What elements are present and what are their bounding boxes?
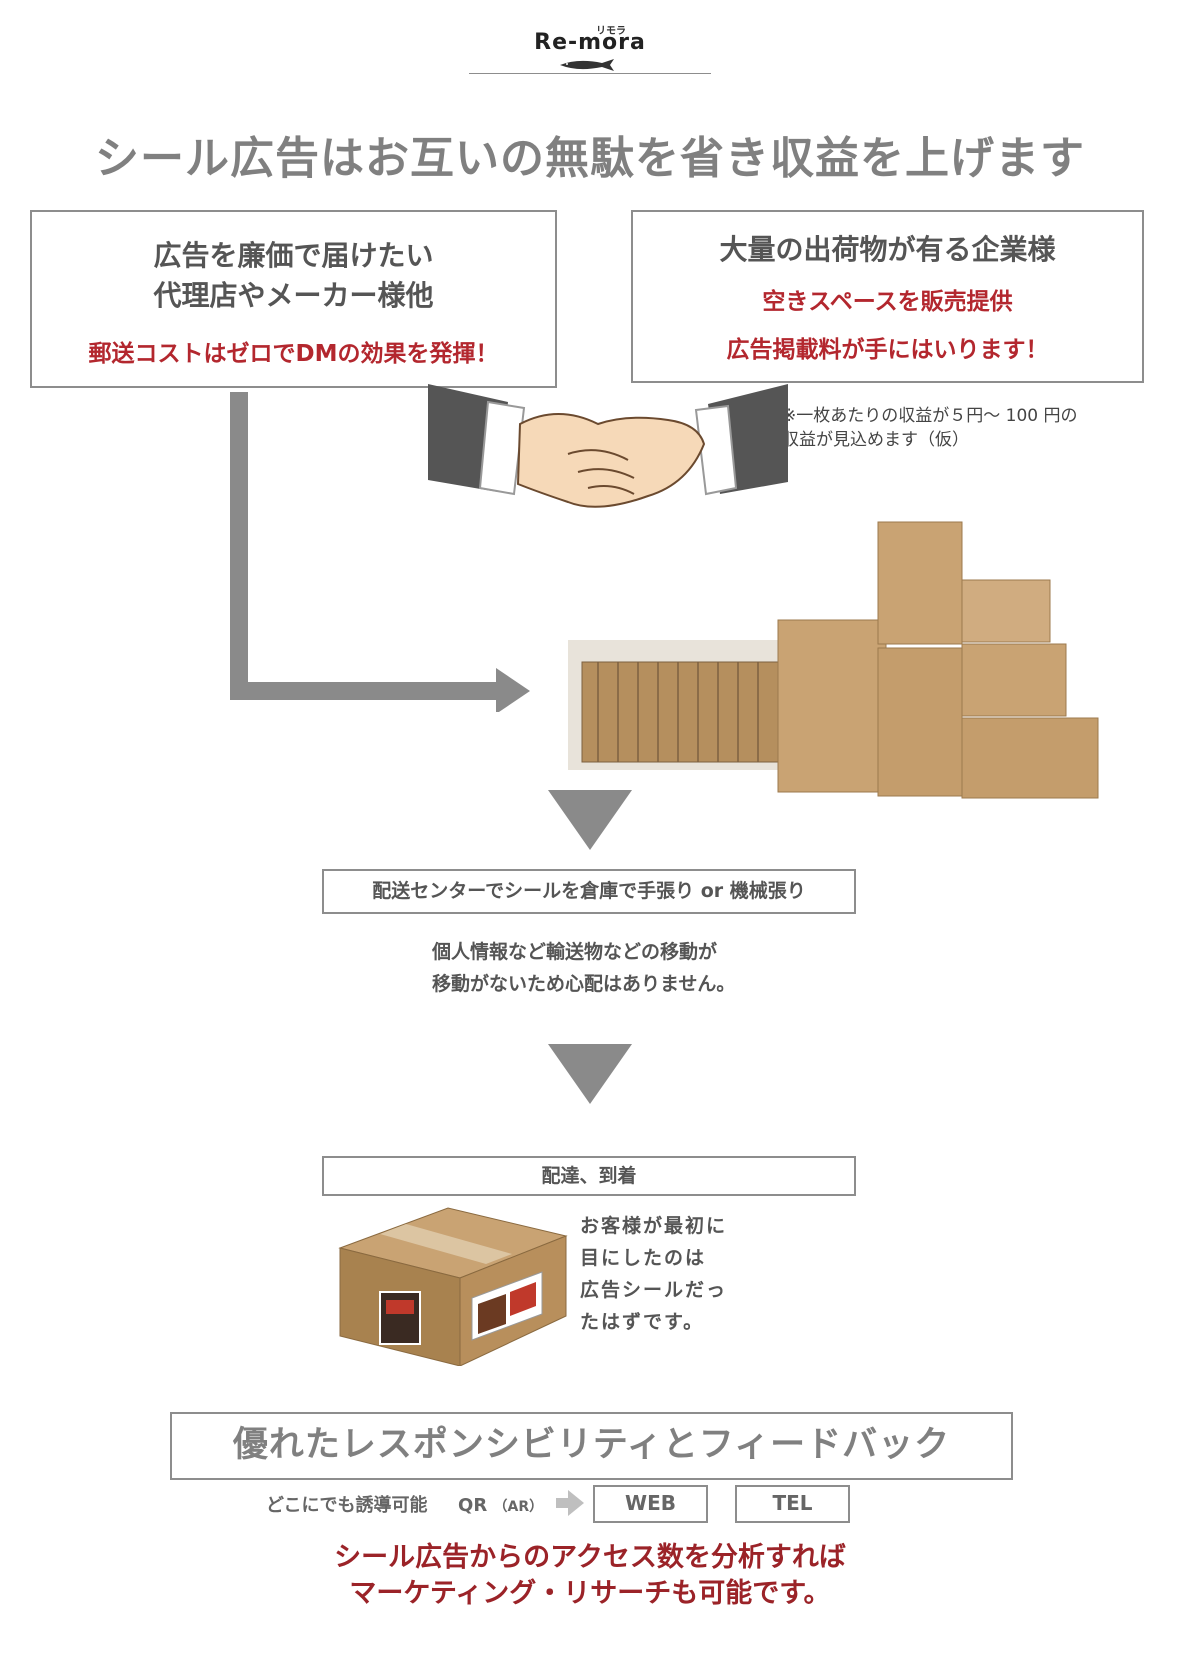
revenue-note-line1: ※一枚あたりの収益が５円～ 100 円の bbox=[782, 406, 1078, 426]
advertiser-title-line2: 代理店やメーカー様他 bbox=[153, 279, 434, 312]
step1-text-line2: 移動がないため心配はありません。 bbox=[432, 973, 736, 995]
step1-label: 配送センターでシールを倉庫で手張り or 機械張り bbox=[322, 869, 856, 914]
step2-text-line: 広告シールだっ bbox=[580, 1279, 728, 1301]
step2-label: 配達、到着 bbox=[322, 1156, 856, 1196]
closing-line2: マーケティング・リサーチも可能です。 bbox=[349, 1578, 831, 1609]
step1-text: 個人情報など輸送物などの移動が 移動がないため心配はありません。 bbox=[432, 936, 792, 1000]
qr-label: QR bbox=[458, 1495, 488, 1516]
right-arrow-icon bbox=[556, 1490, 584, 1516]
handshake-illustration bbox=[428, 384, 788, 508]
revenue-note: ※一枚あたりの収益が５円～ 100 円の 収益が見込めます（仮） bbox=[782, 404, 1142, 452]
shipper-highlight-2: 広告掲載料が手にはいります！ bbox=[726, 337, 1049, 363]
step1-text-line1: 個人情報など輸送物などの移動が bbox=[432, 941, 718, 963]
flow-arrow-icon bbox=[230, 392, 530, 712]
logo-ruby: リモラ bbox=[596, 26, 626, 37]
page-headline: シール広告はお互いの無駄を省き収益を上げます bbox=[95, 133, 1085, 184]
tel-link[interactable]: TEL bbox=[735, 1485, 850, 1523]
guide-row: どこにでも誘導可能 QR （AR） bbox=[266, 1491, 543, 1517]
logo: リモラ Re-mora bbox=[520, 22, 660, 77]
shipper-title: 大量の出荷物が有る企業様 bbox=[719, 233, 1056, 266]
web-link[interactable]: WEB bbox=[593, 1485, 708, 1523]
fish-icon bbox=[560, 59, 614, 71]
step2-text-line: 目にしたのは bbox=[580, 1247, 707, 1269]
step2-text-line: お客様が最初に bbox=[580, 1215, 728, 1237]
down-arrow-icon bbox=[548, 790, 632, 850]
ar-label: （AR） bbox=[493, 1499, 544, 1515]
step2-text: お客様が最初に 目にしたのは 広告シールだっ たはずです。 bbox=[580, 1210, 770, 1338]
advertiser-highlight: 郵送コストはゼロでDMの効果を発揮！ bbox=[88, 341, 499, 367]
closing-text: シール広告からのアクセス数を分析すれば マーケティング・リサーチも可能です。 bbox=[0, 1540, 1180, 1612]
advertiser-box: 広告を廉価で届けたい 代理店やメーカー様他 郵送コストはゼロでDMの効果を発揮！ bbox=[30, 210, 557, 388]
shipper-highlight-1: 空きスペースを販売提供 bbox=[762, 289, 1013, 315]
logo-divider bbox=[469, 73, 711, 74]
guide-text: どこにでも誘導可能 bbox=[266, 1495, 428, 1516]
delivered-box-illustration bbox=[338, 1207, 568, 1366]
advertiser-title-line1: 広告を廉価で届けたい bbox=[153, 239, 434, 272]
down-arrow-icon bbox=[548, 1044, 632, 1104]
closing-line1: シール広告からのアクセス数を分析すれば bbox=[334, 1542, 846, 1573]
response-title: 優れたレスポンシビリティとフィードバック bbox=[170, 1412, 1013, 1480]
logo-name: Re-mora bbox=[534, 30, 646, 55]
revenue-note-line2: 収益が見込めます（仮） bbox=[782, 430, 969, 450]
shipper-box: 大量の出荷物が有る企業様 空きスペースを販売提供 広告掲載料が手にはいります！ bbox=[631, 210, 1144, 383]
step2-text-line: たはずです。 bbox=[580, 1311, 705, 1333]
shipment-boxes-illustration bbox=[568, 521, 1099, 799]
